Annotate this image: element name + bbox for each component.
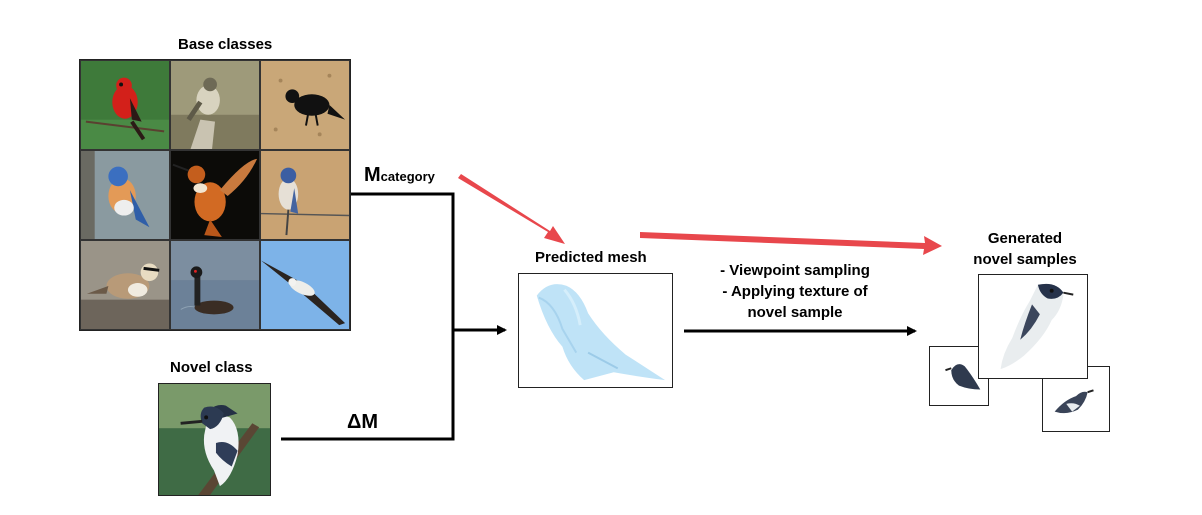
step-texture: - Applying texture of [722,283,868,300]
novel-class-label: Novel class [170,359,253,376]
m-category-line [351,192,455,330]
base-image-lazuli-bunting [80,150,170,240]
step-viewpoint: - Viewpoint sampling [720,262,870,279]
delta-m-line [281,330,455,441]
base-image-phoebe [170,60,260,150]
predicted-mesh-image [518,273,673,388]
base-image-rufous-hummingbird [170,150,260,240]
m-category-label: Mcategory [364,164,435,187]
delta-m-label: ΔM [347,411,379,433]
generated-label: Generated novel samples [970,228,1080,270]
generated-sample-large [978,274,1088,379]
generated-label-line2: novel samples [973,251,1077,268]
red-arrow-to-mesh [458,174,565,244]
generated-label-line1: Generated [987,230,1063,247]
base-classes-label: Base classes [178,36,273,53]
m-category-subscript: category [380,169,435,184]
steps-text: - Viewpoint sampling - Applying texture … [700,260,890,323]
m-category-main: M [364,164,381,186]
predicted-mesh-label: Predicted mesh [535,249,647,266]
base-image-grebe [170,240,260,330]
novel-class-image [158,383,271,496]
base-image-vermilion-flycatcher [80,60,170,150]
base-image-albatross [260,240,350,330]
base-classes-grid [79,59,351,331]
base-image-crow [260,60,350,150]
base-image-horned-lark [80,240,170,330]
base-image-blue-finch [260,150,350,240]
step-novel-sample: novel sample [747,304,843,321]
red-arrow-to-samples [640,232,942,255]
